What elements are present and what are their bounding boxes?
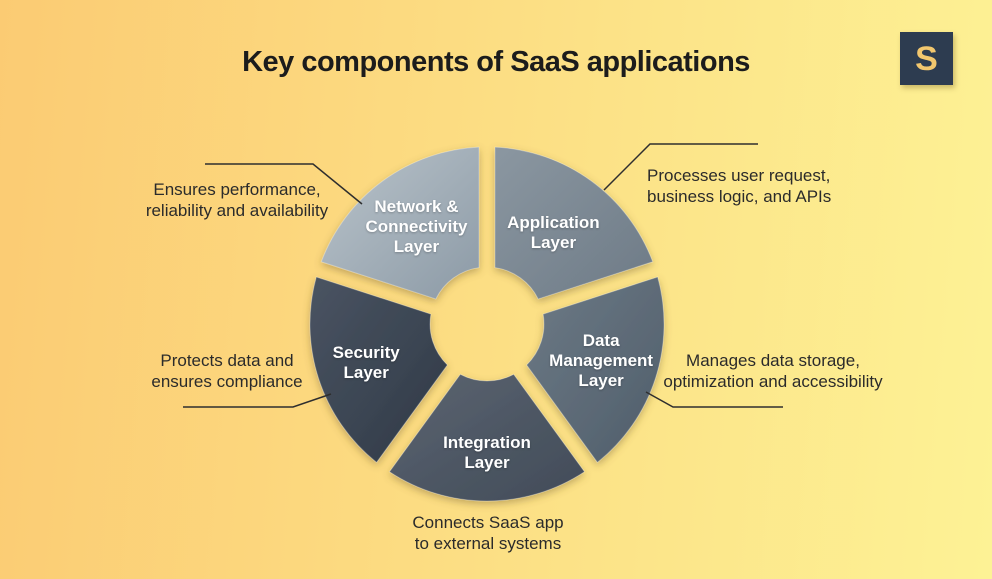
segment-label-line: Data: [582, 331, 620, 351]
callout-text-line: Manages data storage,: [686, 351, 860, 370]
segment-label-line: Integration: [443, 433, 531, 452]
segment-label-line: Layer: [343, 363, 389, 383]
segment-application: [494, 146, 654, 300]
callout-text-line: to external systems: [414, 533, 562, 553]
callout-line-application: [603, 143, 758, 191]
callout-line-data-management: [645, 391, 783, 408]
callout-text-line: business logic, and APIs: [647, 186, 832, 206]
segment-label-line: Layer: [464, 453, 510, 472]
segment-security: [309, 276, 449, 464]
callout-line-network-connectivity: [205, 163, 363, 205]
callout-data-management: Manages data storage,optimization and ac…: [663, 351, 882, 392]
segment-network-connectivity: [320, 146, 480, 300]
segment-label-line: Application: [507, 212, 600, 232]
segment-label-line: Management: [549, 351, 654, 371]
callout-text-line: Protects data and: [160, 351, 294, 370]
callout-line-security: [183, 393, 332, 408]
callout-application: Processes user request,business logic, a…: [647, 166, 831, 207]
segment-label-line: Layer: [393, 236, 440, 256]
segment-label-line: Layer: [530, 232, 577, 252]
segment-label-line: Layer: [578, 371, 624, 391]
segment-data-management: [525, 276, 665, 464]
brand-logo: S: [900, 32, 953, 85]
segment-label-line: Network &: [374, 196, 459, 216]
callout-text-line: ensures compliance: [151, 371, 303, 391]
callout-network-connectivity: Ensures performance,reliability and avai…: [146, 180, 328, 221]
segment-integration: [388, 373, 586, 502]
callout-text-line: optimization and accessibility: [663, 371, 883, 391]
segment-label-line: Security: [332, 343, 400, 363]
brand-logo-letter: S: [915, 39, 938, 78]
callout-text-line: Ensures performance,: [153, 180, 321, 199]
segment-label-line: Connectivity: [365, 216, 468, 236]
callout-text-line: Connects SaaS app: [412, 513, 564, 532]
page-title: Key components of SaaS applications: [242, 46, 750, 78]
callout-text-line: Processes user request,: [647, 166, 831, 185]
callout-text-line: reliability and availability: [145, 200, 329, 220]
